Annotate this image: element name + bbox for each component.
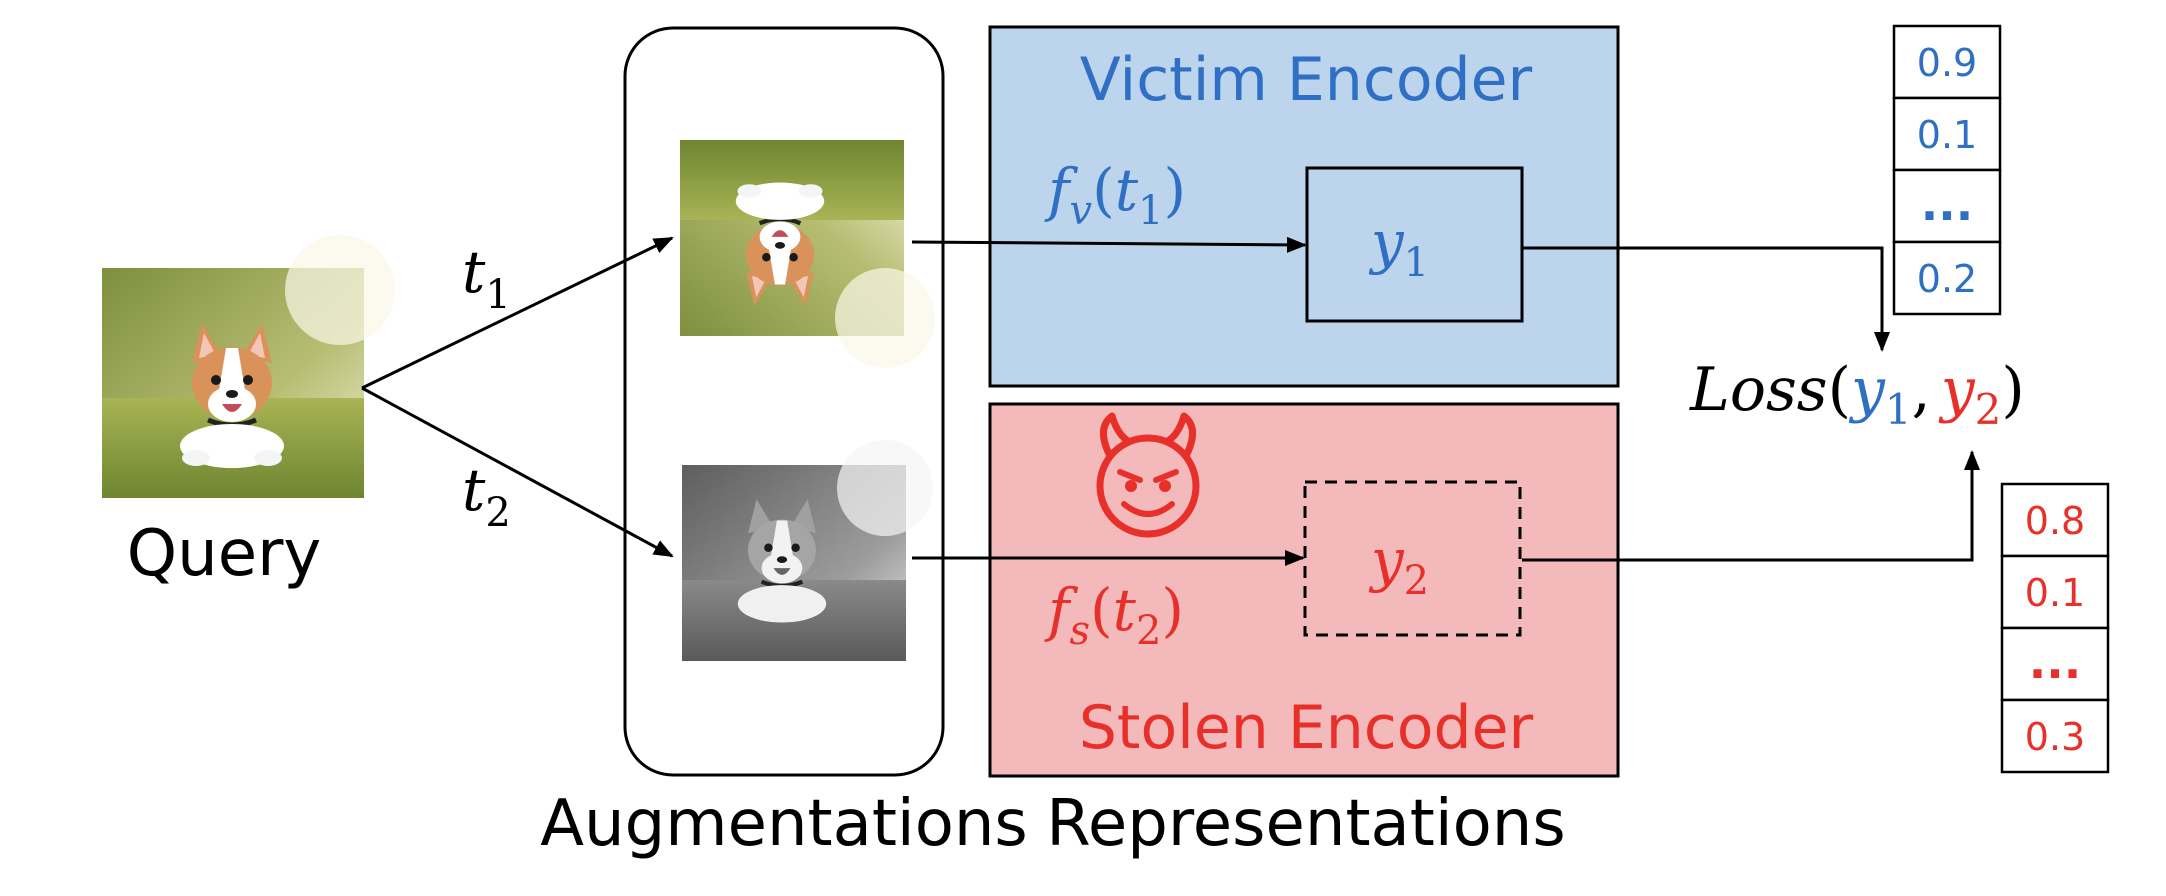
victim-vector-cell (1892, 240, 2002, 316)
arrow-to-victim (911, 236, 1307, 253)
loss-function-label: Loss(y1,y2) (1689, 355, 2025, 434)
stolen-function-label: fs(t2) (1044, 576, 1184, 654)
stolen-representation-vector: 0.8 0.1... 0.3 (2000, 482, 2110, 774)
victim-function-label: fv(t1) (1044, 156, 1186, 234)
transform-t1-label: t1 (462, 238, 511, 318)
stolen-output-box (1303, 480, 1522, 637)
svg-text:fs(t2): fs(t2) (1044, 576, 1184, 654)
stolen-encoder-title: Stolen Encoder (1079, 693, 1534, 763)
victim-vector-value: 0.2 (1917, 257, 1977, 301)
representations-label: Representations (1046, 787, 1565, 861)
victim-vector-cell (1892, 96, 2002, 172)
augmentations-label: Augmentations (540, 787, 1028, 861)
stolen-vector-cell (2000, 554, 2110, 630)
augmented-image-grayscale (682, 440, 933, 661)
victim-vector-value: 0.1 (1917, 113, 1977, 157)
query-image (102, 235, 395, 498)
stolen-vector-value: ... (2029, 635, 2081, 689)
stolen-vector-value: 0.1 (2025, 571, 2085, 615)
stolen-vector-value: 0.8 (2025, 499, 2085, 543)
svg-text:fv(t1): fv(t1) (1044, 156, 1186, 234)
stolen-vector-value: 0.3 (2025, 715, 2085, 759)
stolen-output-label: y2 (1368, 526, 1429, 604)
victim-vector-value: 0.9 (1917, 41, 1977, 85)
victim-vector-cell (1892, 24, 2002, 100)
svg-text:t2: t2 (462, 456, 511, 536)
victim-output-label: y1 (1368, 208, 1429, 286)
victim-vector-value: ... (1921, 177, 1973, 231)
stolen-vector-cell (2000, 626, 2110, 702)
augmentations-box (623, 26, 945, 777)
stolen-vector-cell (2000, 482, 2110, 558)
stolen-vector-cell (2000, 698, 2110, 774)
svg-text:y2: y2 (1368, 526, 1429, 604)
arrow-t2 (361, 386, 674, 558)
victim-output-box (1305, 166, 1524, 323)
arrow-t1 (361, 236, 674, 390)
svg-text:Loss(y1,y2): Loss(y1,y2) (1689, 355, 2025, 434)
svg-text:y1: y1 (1368, 208, 1429, 286)
arrow-y1-to-loss (1522, 246, 1890, 352)
transform-t2-label: t2 (462, 456, 511, 536)
query-label: Query (127, 517, 322, 591)
devil-face-icon (1096, 412, 1200, 538)
arrow-y2-to-loss (1522, 450, 1980, 562)
augmented-image-flipped (680, 140, 935, 368)
victim-encoder-title: Victim Encoder (1080, 45, 1533, 115)
victim-representation-vector: 0.9 0.1... 0.2 (1892, 24, 2002, 316)
victim-vector-cell (1892, 168, 2002, 244)
svg-text:t1: t1 (462, 238, 511, 318)
